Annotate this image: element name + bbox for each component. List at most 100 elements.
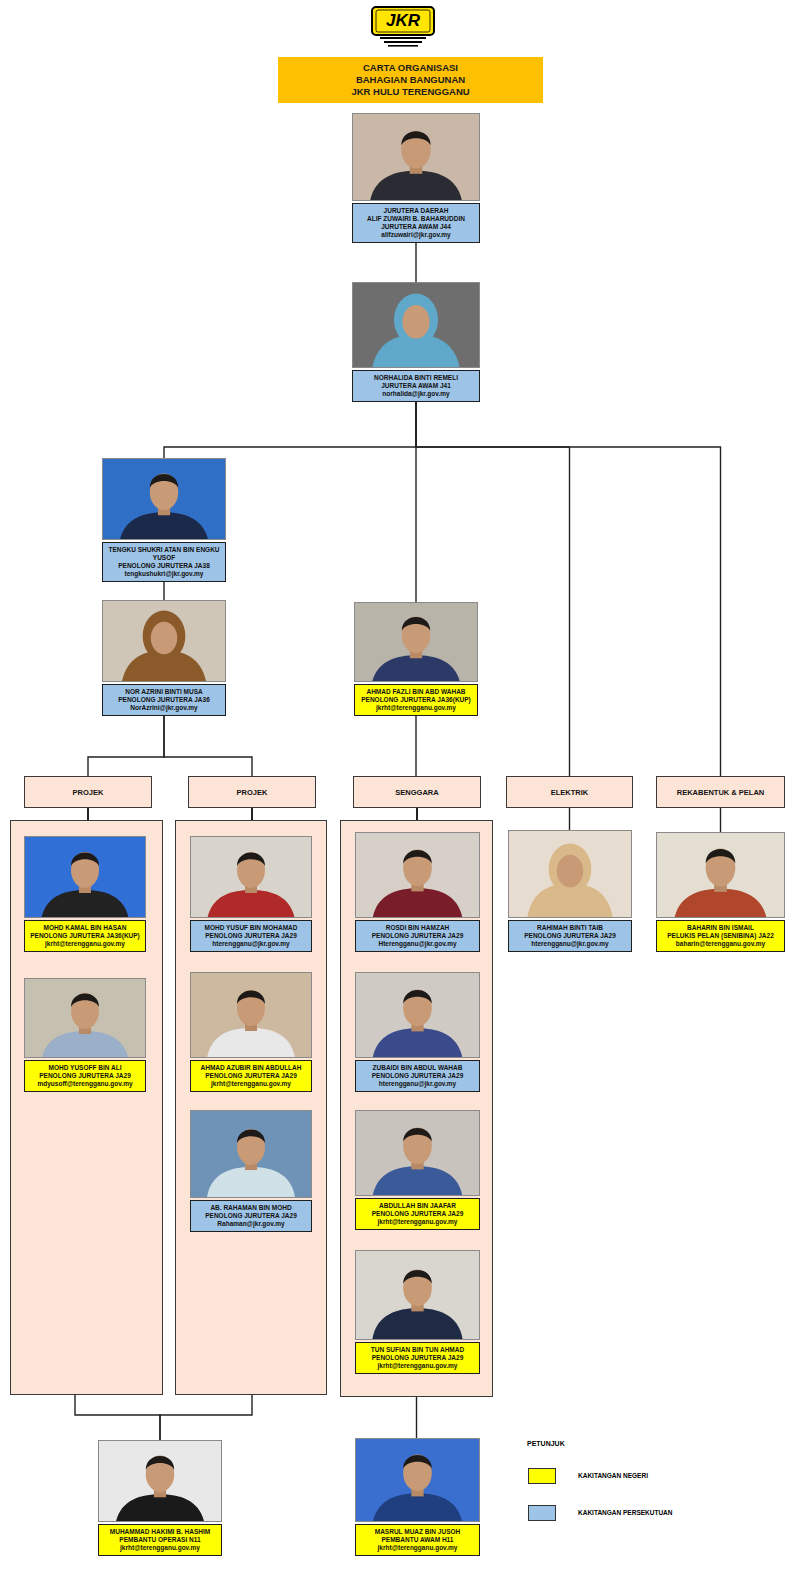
unit-title: PROJEK xyxy=(73,788,104,797)
portrait xyxy=(25,979,145,1057)
header-link xyxy=(87,808,89,820)
logo-text: JKR xyxy=(372,11,434,31)
portrait-shape xyxy=(71,993,99,1029)
photo-frame xyxy=(355,972,480,1058)
staff-detail: JURUTERA AWAM J44 xyxy=(355,223,477,231)
person-card: AHMAD FAZLI BIN ABD WAHABPENOLONG JURUTE… xyxy=(354,602,478,716)
portrait xyxy=(657,833,784,917)
unit-title: REKABENTUK & PELAN xyxy=(677,788,765,797)
logo-badge xyxy=(372,7,434,35)
staff-detail: Hterengganu@jkr.gov.my xyxy=(358,940,477,948)
name-box: TENGKU SHUKRI ATAN BIN ENGKU YUSOFPENOLO… xyxy=(102,542,226,582)
unit-title: ELEKTRIK xyxy=(551,788,589,797)
portrait-shape xyxy=(657,833,784,917)
legend-text: KAKITANGAN PERSEKUTUAN xyxy=(578,1509,778,1517)
staff-name: ABDULLAH BIN JAAFAR xyxy=(358,1202,477,1210)
logo-stripe xyxy=(380,37,426,39)
staff-name: TENGKU SHUKRI ATAN BIN ENGKU YUSOF xyxy=(105,546,223,562)
staff-name: ZUBAIDI BIN ABDUL WAHAB xyxy=(358,1064,477,1072)
connector xyxy=(164,402,416,458)
portrait-shape xyxy=(103,459,225,539)
name-box: MUHAMMAD HAKIMI B. HASHIMPEMBANTU OPERAS… xyxy=(98,1524,222,1556)
staff-detail: norhalida@jkr.gov.my xyxy=(355,390,477,398)
portrait-shape xyxy=(41,890,129,917)
staff-name: NOR AZRINI BINTI MUSA xyxy=(105,688,223,696)
portrait-shape xyxy=(372,1493,462,1521)
portrait-shape xyxy=(191,837,311,917)
portrait xyxy=(103,459,225,539)
staff-detail: PENOLONG JURUTERA JA29 xyxy=(27,1072,143,1080)
person-card: ROSDI BIN HAMZAHPENOLONG JURUTERA JA29Ht… xyxy=(355,832,480,952)
name-box: AHMAD AZUBIR BIN ABDULLAHPENOLONG JURUTE… xyxy=(190,1060,312,1092)
title-band: CARTA ORGANISASI BAHAGIAN BANGUNAN JKR H… xyxy=(278,57,543,103)
photo-frame xyxy=(24,978,146,1058)
person-card: MUHAMMAD HAKIMI B. HASHIMPEMBANTU OPERAS… xyxy=(98,1440,222,1556)
portrait-shape xyxy=(71,852,99,888)
photo-frame xyxy=(190,1110,312,1198)
person-card: JURUTERA DAERAHALIF ZUWAIRI B. BAHARUDDI… xyxy=(352,113,480,243)
staff-name: TUN SUFIAN BIN TUN AHMAD xyxy=(358,1346,477,1354)
portrait-shape xyxy=(403,1455,432,1469)
portrait xyxy=(191,837,311,917)
photo-frame xyxy=(98,1440,222,1522)
portrait-shape xyxy=(191,973,311,1057)
name-box: TUN SUFIAN BIN TUN AHMADPENOLONG JURUTER… xyxy=(355,1342,480,1374)
portrait xyxy=(356,833,479,917)
person-card: MASRUL MUAZ BIN JUSOHPEMBANTU AWAM H11jk… xyxy=(355,1438,480,1556)
portrait-shape xyxy=(403,1269,432,1306)
name-box: MOHD KAMAL BIN HASANPENOLONG JURUTERA JA… xyxy=(24,920,146,952)
connector xyxy=(164,716,252,776)
portrait-shape xyxy=(402,617,430,631)
staff-name: ROSDI BIN HAMZAH xyxy=(358,924,477,932)
photo-frame xyxy=(656,832,785,918)
portrait-shape xyxy=(119,512,208,539)
unit-header: REKABENTUK & PELAN xyxy=(656,776,785,808)
portrait-shape xyxy=(402,617,430,654)
portrait-shape xyxy=(549,844,592,895)
portrait-shape xyxy=(356,1251,479,1339)
staff-detail: hterengganu@jkr.gov.my xyxy=(358,1080,477,1088)
unit-header: SENGGARA xyxy=(353,776,481,808)
portrait-shape xyxy=(372,888,462,917)
staff-detail: PENOLONG JURUTERA JA36(KUP) xyxy=(27,932,143,940)
name-box: NOR AZRINI BINTI MUSAPENOLONG JURUTERA J… xyxy=(102,684,226,716)
portrait-shape xyxy=(191,1111,311,1197)
staff-detail: PENOLONG JURUTERA JA29 xyxy=(193,1212,309,1220)
portrait-shape xyxy=(71,853,99,867)
staff-name: MUHAMMAD HAKIMI B. HASHIM xyxy=(101,1528,219,1536)
unit-header: PROJEK xyxy=(188,776,316,808)
staff-name: MOHD KAMAL BIN HASAN xyxy=(27,924,143,932)
person-card: MOHD KAMAL BIN HASANPENOLONG JURUTERA JA… xyxy=(24,836,146,952)
name-box: RAHIMAH BINTI TAIBPENOLONG JURUTERA JA29… xyxy=(508,920,632,952)
photo-frame xyxy=(355,832,480,918)
portrait-shape xyxy=(41,1031,129,1057)
person-card: MOHD YUSUF BIN MOHAMADPENOLONG JURUTERA … xyxy=(190,836,312,952)
portrait-shape xyxy=(371,655,460,681)
person-card: AHMAD AZUBIR BIN ABDULLAHPENOLONG JURUTE… xyxy=(190,972,312,1092)
person-card: ZUBAIDI BIN ABDUL WAHABPENOLONG JURUTERA… xyxy=(355,972,480,1092)
staff-name: AHMAD FAZLI BIN ABD WAHAB xyxy=(357,688,475,696)
portrait xyxy=(191,1111,311,1197)
staff-detail: ALIF ZUWAIRI B. BAHARUDDIN xyxy=(355,215,477,223)
photo-frame xyxy=(102,458,226,540)
portrait-shape xyxy=(356,833,479,917)
staff-detail: PENOLONG JURUTERA JA36 xyxy=(105,696,223,704)
person-card: ABDULLAH BIN JAAFARPENOLONG JURUTERA JA2… xyxy=(355,1110,480,1230)
portrait-shape xyxy=(356,1111,479,1195)
portrait-shape xyxy=(237,853,265,867)
staff-name: AB. RAHAMAN BIN MOHD xyxy=(193,1204,309,1212)
portrait xyxy=(356,1439,479,1521)
portrait xyxy=(356,1111,479,1195)
staff-detail: alifzuwairi@jkr.gov.my xyxy=(355,231,477,239)
portrait-shape xyxy=(403,850,432,864)
photo-frame xyxy=(354,602,478,682)
connector xyxy=(163,582,164,600)
portrait-shape xyxy=(394,294,438,347)
portrait xyxy=(355,603,477,681)
connector xyxy=(88,716,164,776)
connector xyxy=(415,243,416,282)
staff-detail: jkrht@terengganu.gov.my xyxy=(27,940,143,948)
connector xyxy=(416,402,721,776)
logo-stripe xyxy=(388,45,418,47)
staff-detail: PENOLONG JURUTERA JA36(KUP) xyxy=(357,696,475,704)
